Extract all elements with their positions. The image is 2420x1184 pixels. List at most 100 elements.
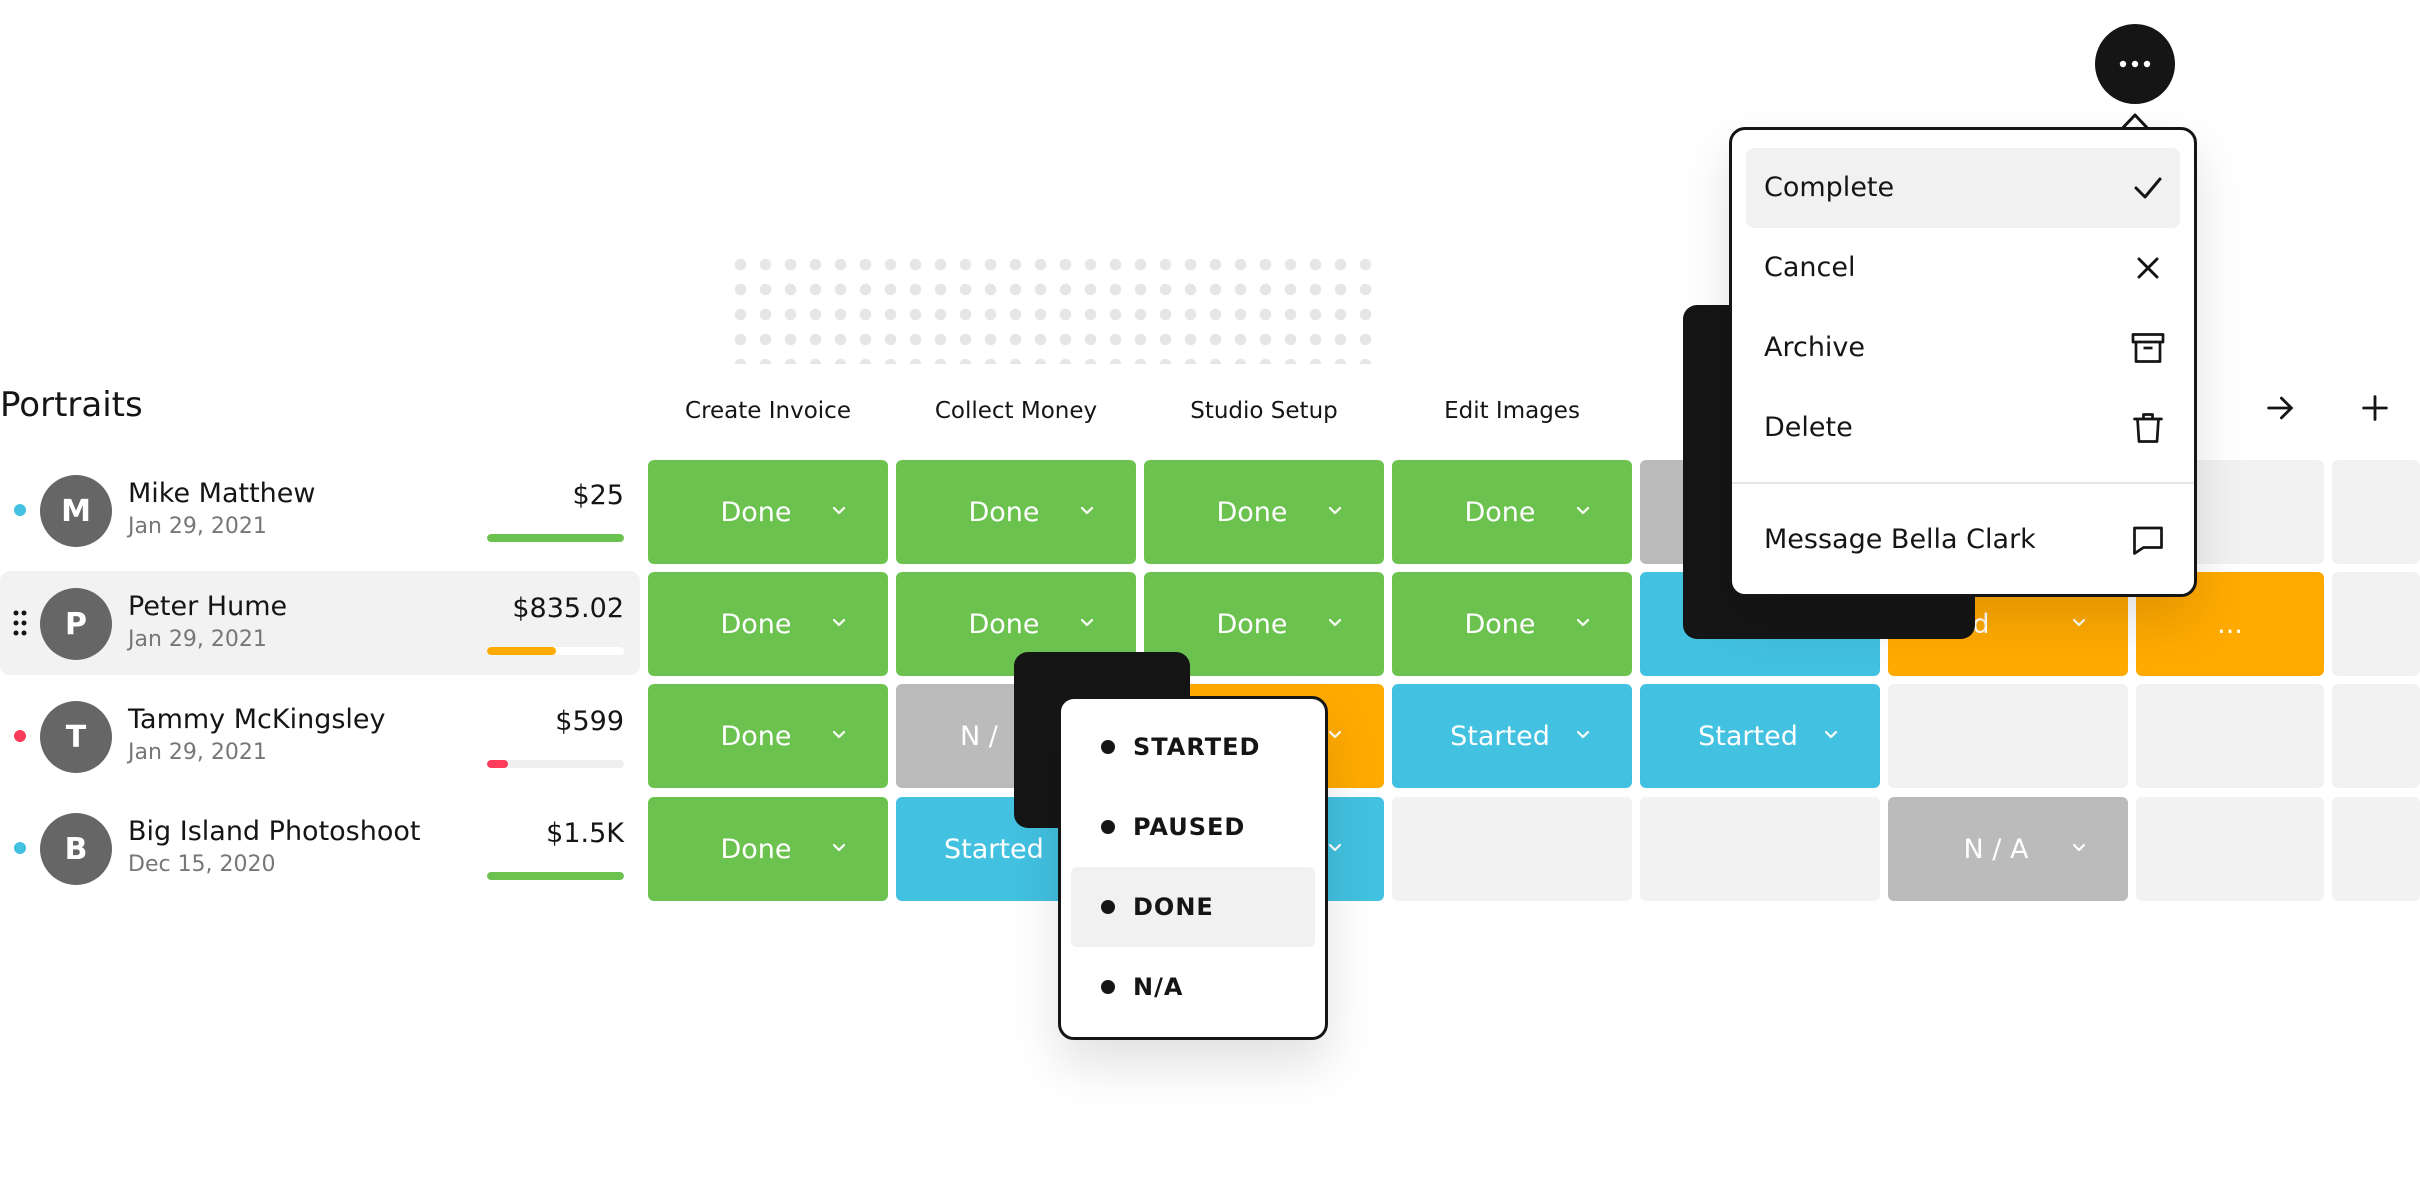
status-option-na[interactable]: N/A bbox=[1071, 947, 1315, 1027]
progress-bar bbox=[487, 760, 624, 768]
status-dot bbox=[14, 730, 26, 742]
chevron-down-icon bbox=[1328, 618, 1342, 627]
column-header-collect-money[interactable]: Collect Money bbox=[934, 398, 1098, 424]
chevron-down-icon bbox=[832, 506, 846, 515]
bullet-icon bbox=[1101, 820, 1115, 834]
progress-bar bbox=[487, 872, 624, 880]
arrow-right-icon bbox=[2267, 396, 2293, 420]
chevron-down-icon bbox=[832, 618, 846, 627]
menu-item-complete[interactable]: Complete bbox=[1746, 148, 2180, 228]
status-cell-started[interactable]: Started bbox=[1640, 684, 1880, 788]
progress-fill bbox=[487, 534, 624, 542]
row-amount: $835.02 bbox=[512, 593, 624, 624]
row-name: Big Island Photoshoot bbox=[128, 816, 421, 847]
column-header-create-invoice[interactable]: Create Invoice bbox=[685, 398, 851, 424]
table-row[interactable]: M Mike Matthew Jan 29, 2021 $25 bbox=[0, 458, 640, 562]
status-cell-empty[interactable] bbox=[1392, 797, 1632, 901]
chevron-down-icon bbox=[1080, 506, 1094, 515]
row-date: Jan 29, 2021 bbox=[128, 627, 267, 652]
status-cell-done[interactable]: Done bbox=[896, 460, 1136, 564]
group-title: Portraits bbox=[0, 385, 143, 425]
status-cell-empty[interactable] bbox=[2136, 684, 2324, 788]
status-cell-empty[interactable] bbox=[2136, 797, 2324, 901]
progress-bar bbox=[487, 534, 624, 542]
progress-fill bbox=[487, 760, 508, 768]
status-cell-done[interactable]: Done bbox=[1144, 572, 1384, 676]
avatar: B bbox=[40, 813, 112, 885]
row-name: Mike Matthew bbox=[128, 478, 316, 509]
status-cell-done[interactable]: Done bbox=[1392, 572, 1632, 676]
status-cell-empty[interactable] bbox=[1640, 797, 1880, 901]
bullet-icon bbox=[1101, 740, 1115, 754]
status-dot bbox=[14, 842, 26, 854]
chevron-down-icon bbox=[1576, 506, 1590, 515]
status-cell-done[interactable]: Done bbox=[648, 572, 888, 676]
status-cell-empty[interactable] bbox=[2332, 684, 2420, 788]
table-row[interactable]: T Tammy McKingsley Jan 29, 2021 $599 bbox=[0, 684, 640, 788]
chevron-down-icon bbox=[2072, 618, 2086, 627]
more-menu: Complete Cancel Archive Delete Message B… bbox=[1729, 127, 2197, 597]
status-cell-na[interactable]: N / A bbox=[1888, 797, 2128, 901]
status-cell-done[interactable]: Done bbox=[1392, 460, 1632, 564]
row-amount: $1.5K bbox=[546, 818, 624, 849]
menu-item-cancel[interactable]: Cancel bbox=[1746, 228, 2180, 308]
status-cell-empty[interactable] bbox=[2332, 797, 2420, 901]
avatar: M bbox=[40, 475, 112, 547]
row-amount: $25 bbox=[572, 480, 624, 511]
status-cell-started[interactable]: Started bbox=[1392, 684, 1632, 788]
drag-handle-icon[interactable] bbox=[12, 609, 28, 637]
menu-item-message[interactable]: Message Bella Clark bbox=[1746, 500, 2180, 580]
decorative-dot-grid bbox=[728, 252, 1380, 364]
chevron-down-icon bbox=[832, 843, 846, 852]
status-option-paused[interactable]: PAUSED bbox=[1071, 787, 1315, 867]
chevron-down-icon bbox=[832, 730, 846, 739]
column-header-studio-setup[interactable]: Studio Setup bbox=[1190, 398, 1338, 424]
close-icon bbox=[2137, 257, 2159, 279]
progress-bar bbox=[487, 647, 624, 655]
chevron-down-icon bbox=[2072, 843, 2086, 852]
row-date: Jan 29, 2021 bbox=[128, 514, 267, 539]
archive-icon bbox=[2131, 333, 2165, 363]
status-cell-done[interactable]: Done bbox=[648, 460, 888, 564]
menu-item-archive[interactable]: Archive bbox=[1746, 308, 2180, 388]
next-columns-button[interactable] bbox=[2250, 378, 2310, 438]
chevron-down-icon bbox=[1328, 843, 1342, 852]
avatar: P bbox=[40, 588, 112, 660]
status-option-done[interactable]: DONE bbox=[1071, 867, 1315, 947]
row-name: Tammy McKingsley bbox=[128, 704, 386, 735]
avatar: T bbox=[40, 701, 112, 773]
status-cell-empty[interactable] bbox=[2332, 572, 2420, 676]
status-cell-empty[interactable] bbox=[1888, 684, 2128, 788]
progress-fill bbox=[487, 872, 624, 880]
menu-item-delete[interactable]: Delete bbox=[1746, 388, 2180, 468]
status-cell-done[interactable]: Done bbox=[648, 797, 888, 901]
table-row[interactable]: B Big Island Photoshoot Dec 15, 2020 $1.… bbox=[0, 796, 640, 900]
status-option-started[interactable]: STARTED bbox=[1071, 707, 1315, 787]
chevron-down-icon bbox=[1576, 618, 1590, 627]
more-options-button[interactable] bbox=[2095, 24, 2175, 104]
more-horizontal-icon bbox=[2119, 60, 2151, 68]
chevron-down-icon bbox=[1328, 506, 1342, 515]
menu-divider bbox=[1732, 482, 2194, 484]
column-header-edit-images[interactable]: Edit Images bbox=[1444, 398, 1580, 424]
status-cell-empty[interactable] bbox=[2332, 460, 2420, 564]
chevron-down-icon bbox=[1824, 730, 1838, 739]
check-icon bbox=[2134, 177, 2162, 199]
chevron-down-icon bbox=[1328, 730, 1342, 739]
add-column-button[interactable] bbox=[2345, 378, 2405, 438]
message-icon bbox=[2133, 526, 2163, 555]
row-date: Dec 15, 2020 bbox=[128, 852, 276, 877]
status-dot bbox=[14, 504, 26, 516]
status-cell-done[interactable]: Done bbox=[1144, 460, 1384, 564]
row-name: Peter Hume bbox=[128, 591, 288, 622]
bullet-icon bbox=[1101, 900, 1115, 914]
table-row[interactable]: P Peter Hume Jan 29, 2021 $835.02 bbox=[0, 571, 640, 675]
status-cell-done[interactable]: Done bbox=[648, 684, 888, 788]
row-amount: $599 bbox=[555, 706, 624, 737]
status-dropdown: STARTED PAUSED DONE N/A bbox=[1058, 696, 1328, 1040]
trash-icon bbox=[2133, 413, 2163, 443]
bullet-icon bbox=[1101, 980, 1115, 994]
plus-icon bbox=[2362, 395, 2388, 421]
chevron-down-icon bbox=[1080, 618, 1094, 627]
progress-fill bbox=[487, 647, 556, 655]
